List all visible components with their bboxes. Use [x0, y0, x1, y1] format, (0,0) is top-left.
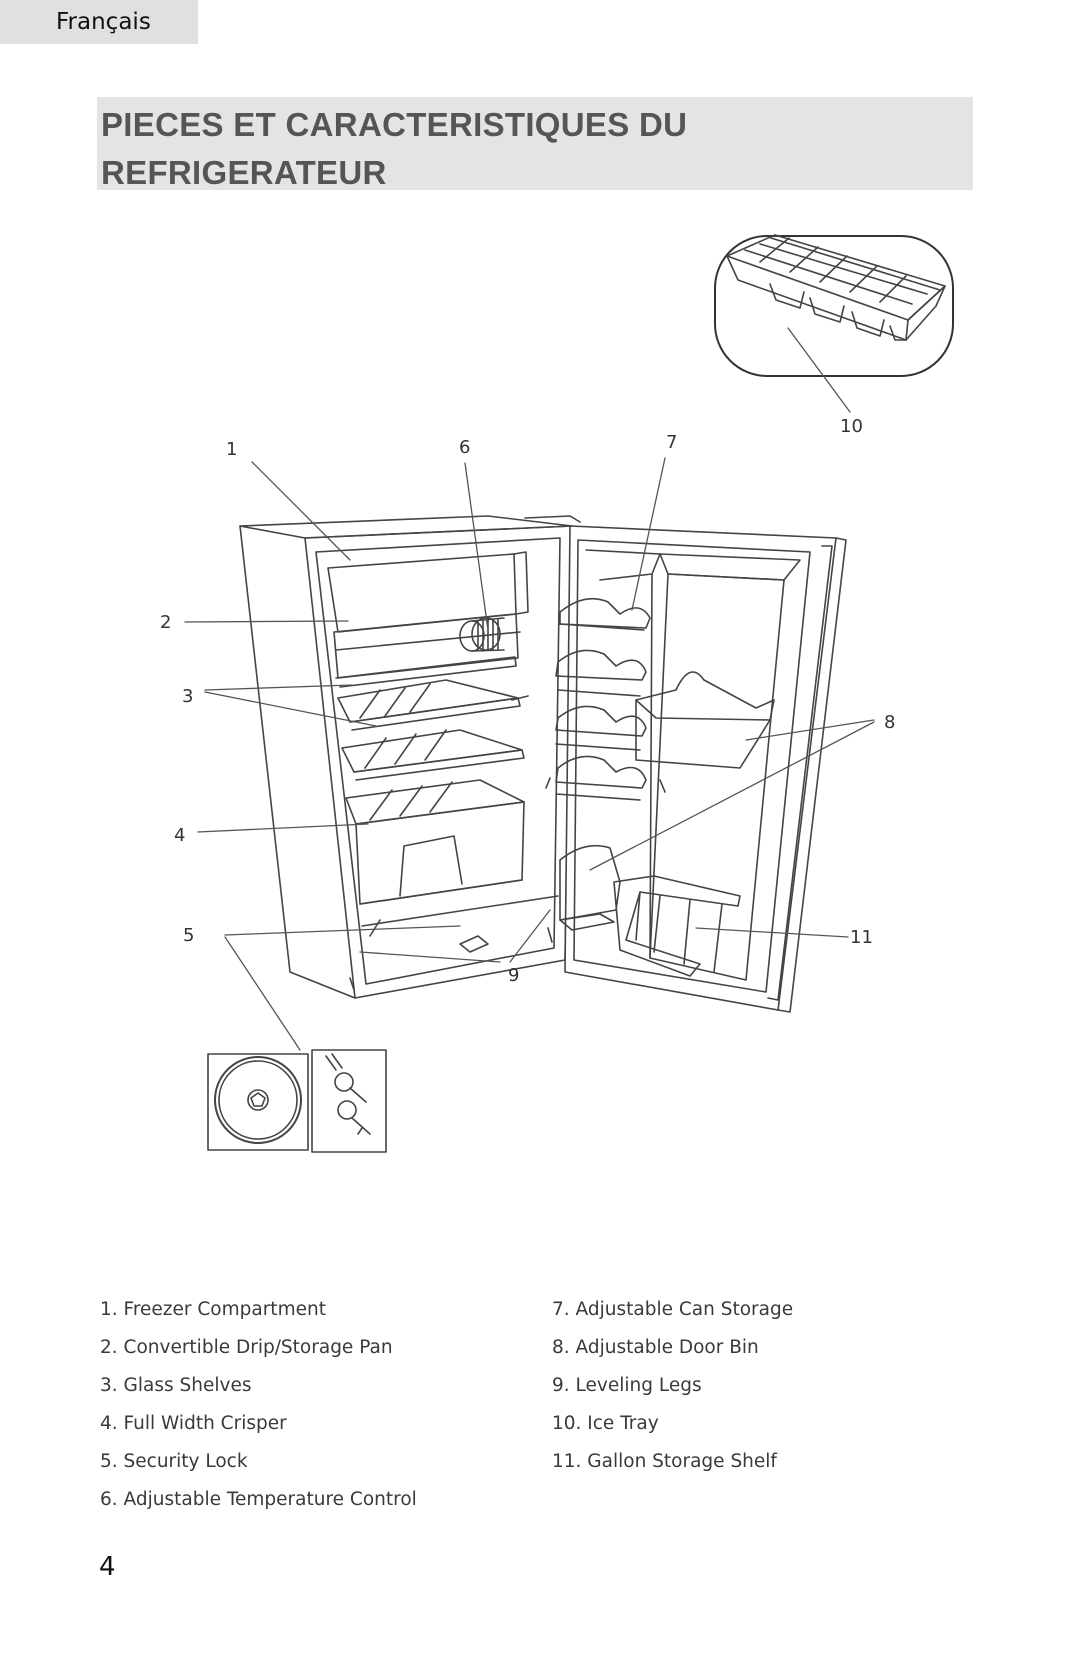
ice-tray-inset	[714, 234, 954, 377]
legend-item: 3. Glass Shelves	[100, 1375, 252, 1396]
refrigerator-illustration	[239, 515, 847, 1013]
leader-lines	[184, 327, 875, 1051]
callout-labels: 1 2 3 4 5 6 7 8 9 10 11	[160, 416, 895, 986]
legend-item: 2. Convertible Drip/Storage Pan	[100, 1337, 393, 1358]
legend-item: 7. Adjustable Can Storage	[552, 1299, 794, 1320]
callout-9: 9	[508, 965, 519, 986]
legend-item: 8. Adjustable Door Bin	[552, 1337, 759, 1358]
callout-2: 2	[160, 612, 171, 633]
page-number: 4	[99, 1552, 116, 1582]
legend-item: 1. Freezer Compartment	[100, 1299, 326, 1320]
callout-1: 1	[226, 439, 237, 460]
ice-tray-illustration	[726, 234, 946, 341]
legend-item: 6. Adjustable Temperature Control	[100, 1489, 417, 1510]
language-tab: Français	[0, 0, 198, 44]
callout-8: 8	[884, 712, 895, 733]
legend-item: 10. Ice Tray	[552, 1413, 659, 1434]
section-title-line-2: REFRIGERATEUR	[101, 154, 387, 191]
parts-legend-right: 7. Adjustable Can Storage 8. Adjustable …	[552, 1291, 793, 1481]
legend-item: 4. Full Width Crisper	[100, 1413, 287, 1434]
section-title: PIECES ET CARACTERISTIQUES DU REFRIGERAT…	[97, 97, 973, 197]
parts-legend-left: 1. Freezer Compartment 2. Convertible Dr…	[100, 1291, 417, 1519]
legend-item: 5. Security Lock	[100, 1451, 248, 1472]
section-title-line-1: PIECES ET CARACTERISTIQUES DU	[101, 106, 688, 143]
callout-4: 4	[174, 825, 185, 846]
section-title-box: PIECES ET CARACTERISTIQUES DU REFRIGERAT…	[97, 97, 973, 191]
callout-5: 5	[183, 925, 194, 946]
callout-7: 7	[666, 432, 677, 453]
security-lock-inset	[207, 1049, 387, 1153]
legend-item: 11. Gallon Storage Shelf	[552, 1451, 777, 1472]
callout-10: 10	[840, 416, 863, 437]
callout-11: 11	[850, 927, 873, 948]
refrigerator-diagram: 1 2 3 4 5 6 7 8 9 10 11	[0, 220, 1080, 1220]
callout-3: 3	[182, 686, 193, 707]
legend-item: 9. Leveling Legs	[552, 1375, 702, 1396]
callout-6: 6	[459, 437, 470, 458]
